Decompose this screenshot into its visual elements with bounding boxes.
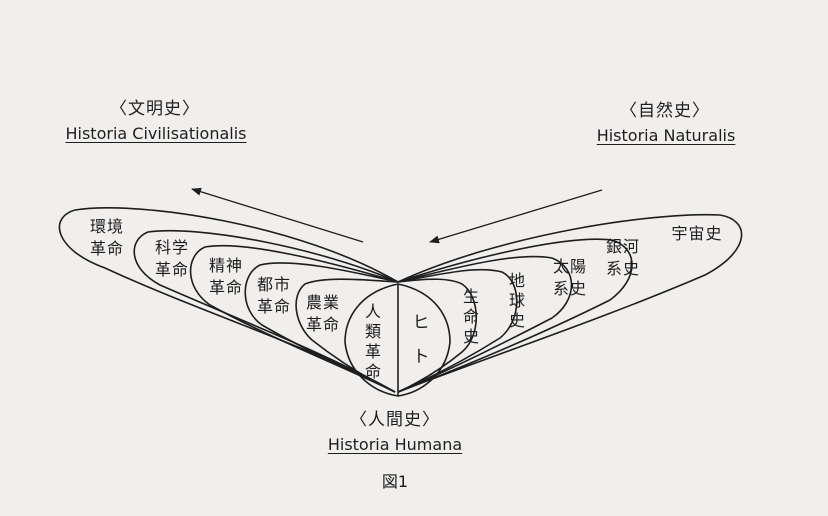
petal-solar-system-history bbox=[397, 255, 573, 393]
center-left-label-char-0: 人 bbox=[365, 302, 381, 321]
petal-human-revolution bbox=[344, 283, 399, 397]
civilization-history-title-jp: 〈文明史〉 bbox=[110, 99, 200, 119]
center-right-label-char-1: ト bbox=[413, 347, 430, 367]
right-petal-label-4-line-0: 宇宙史 bbox=[671, 224, 722, 243]
center-left-label-char-1: 類 bbox=[365, 322, 381, 341]
left-petal-label-2-line-1: 革命 bbox=[209, 278, 243, 297]
right-petal-label-0-char-1: 命 bbox=[463, 307, 479, 326]
human-history-title-jp: 〈人間史〉 bbox=[350, 410, 440, 430]
petal-urban-revolution bbox=[244, 262, 399, 393]
left-petal-label-2-line-0: 精神 bbox=[209, 256, 243, 275]
right-petal-label-1-char-1: 球 bbox=[509, 291, 525, 310]
left-petal-label-1-line-0: 科学 bbox=[155, 238, 189, 257]
left-petal-label-1-line-1: 革命 bbox=[155, 260, 189, 279]
petal-labels: 環境革命科学革命精神革命都市革命農業革命人類革命ヒト生命史地球史太陽系史銀河系史… bbox=[90, 217, 722, 381]
left-petal-label-3-line-1: 革命 bbox=[257, 297, 291, 316]
right-petal-label-0-char-0: 生 bbox=[463, 287, 479, 306]
natural-history-title-latin: Historia Naturalis bbox=[596, 126, 736, 145]
right-petal-label-1-char-2: 史 bbox=[509, 311, 525, 330]
center-left-label-char-3: 命 bbox=[365, 362, 381, 381]
right-petal-label-1-char-0: 地 bbox=[509, 271, 525, 290]
arrow-to-civilization-history bbox=[191, 187, 364, 243]
petal-galactic-history bbox=[397, 238, 633, 393]
center-right-label-char-0: ヒ bbox=[413, 313, 430, 333]
left-petal-label-4-line-0: 農業 bbox=[306, 293, 340, 312]
natural-history-title-jp: 〈自然史〉 bbox=[620, 101, 710, 121]
right-petal-label-0-char-2: 史 bbox=[463, 327, 479, 346]
left-petal-label-4-line-1: 革命 bbox=[306, 315, 340, 334]
petal-spiritual-revolution bbox=[189, 244, 399, 393]
right-petal-label-3-line-1: 系史 bbox=[606, 259, 640, 278]
arrow-from-natural-history bbox=[429, 189, 603, 244]
right-petal-label-3-line-0: 銀河 bbox=[606, 237, 640, 256]
center-left-label-char-2: 革 bbox=[365, 342, 381, 361]
left-petal-label-0-line-0: 環境 bbox=[90, 217, 124, 236]
figure-caption: 図1 bbox=[381, 472, 409, 491]
right-petal-label-2-line-1: 系史 bbox=[553, 279, 587, 298]
human-history-title-latin: Historia Humana bbox=[327, 435, 463, 454]
left-petal-label-0-line-1: 革命 bbox=[90, 239, 124, 258]
petal-life-history bbox=[397, 278, 478, 393]
petal-cosmic-history bbox=[397, 213, 743, 393]
left-petal-label-3-line-0: 都市 bbox=[257, 275, 291, 294]
civilization-history-title-latin: Historia Civilisationalis bbox=[65, 124, 247, 143]
petal-earth-history bbox=[397, 268, 518, 393]
petal-humans bbox=[397, 283, 451, 397]
right-petal-label-2-line-0: 太陽 bbox=[553, 257, 587, 276]
